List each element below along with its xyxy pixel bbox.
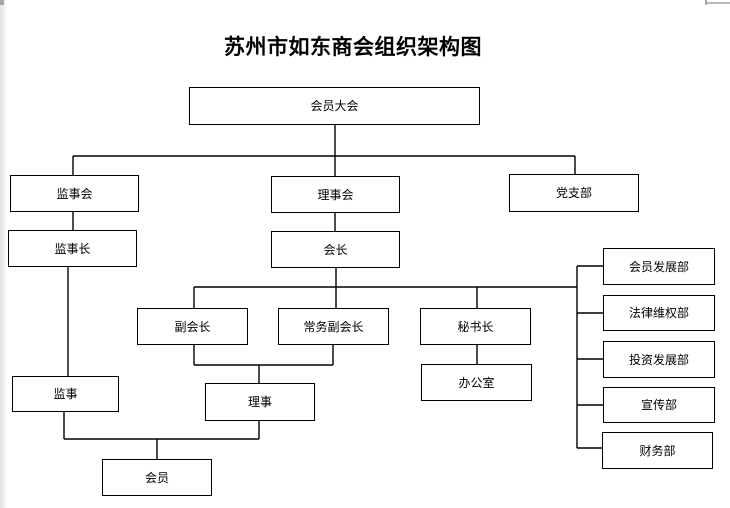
node-legal-rights-dept: 法律维权部 [603,295,715,331]
node-investment-development-dept: 投资发展部 [603,341,715,378]
page-corner-artifact [0,0,4,5]
node-director: 理事 [205,383,315,421]
page-title: 苏州市如东商会组织架构图 [224,35,482,59]
ruler-corner-artifact [706,2,730,4]
node-members-assembly: 会员大会 [189,87,480,125]
node-vice-president: 副会长 [137,308,248,345]
node-party-branch: 党支部 [509,174,639,212]
node-member: 会员 [102,459,212,496]
node-supervisor: 监事 [12,376,119,412]
node-member-development-dept: 会员发展部 [603,248,715,285]
node-secretary-general: 秘书长 [420,308,531,345]
node-finance-dept: 财务部 [602,432,713,469]
node-council: 理事会 [271,176,400,213]
node-chief-supervisor: 监事长 [8,230,137,267]
ruler-corner-tick [705,0,707,5]
node-office: 办公室 [421,364,532,401]
node-president: 会长 [271,231,400,268]
node-publicity-dept: 宣传部 [603,387,715,423]
node-supervisory-board: 监事会 [10,175,139,212]
page-left-edge-shadow [0,0,7,508]
node-executive-vice-president: 常务副会长 [278,308,389,345]
